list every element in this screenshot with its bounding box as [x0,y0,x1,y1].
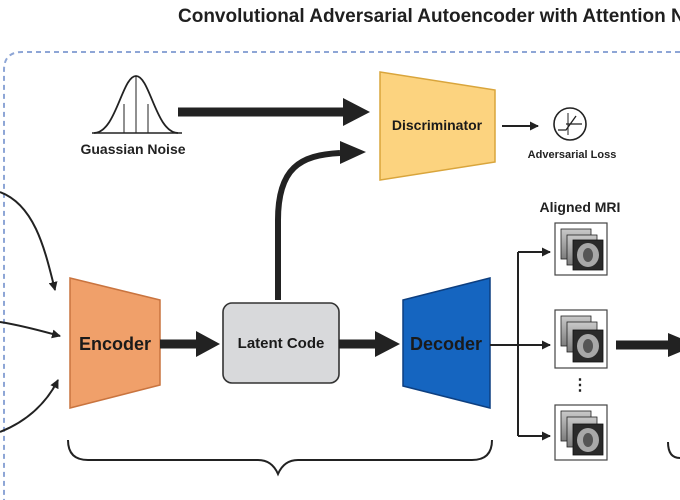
latent-code-label: Latent Code [238,335,325,352]
output-next-arrow-head [668,333,680,357]
noise-arrow-head [343,98,370,126]
loss-curve-icon [553,107,587,141]
encoder-arrow-head [196,331,220,357]
latent-to-discriminator-arrow [275,150,341,300]
output-ellipsis: ⋮ [572,377,588,394]
latent-decoder-arrow-head [375,331,400,357]
latent-arrow-head [340,141,366,164]
decoder-label: Decoder [410,334,482,354]
discriminator-label: Discriminator [392,117,483,133]
diagram-title: Convolutional Adversarial Autoencoder wi… [178,6,680,27]
next-stage-brace [667,441,680,459]
brain-mri-stack-icon [554,309,608,369]
input-arrow-bottom [0,379,59,433]
autoencoder-brace [67,439,493,477]
brain-mri-stack-icon [554,222,608,276]
adversarial-loss-label: Adversarial Loss [528,149,617,161]
encoder-block [69,277,161,409]
dashed-group-border [3,51,680,500]
encoder-label: Encoder [79,334,151,354]
brain-mri-stack-icon [554,404,608,461]
discriminator-block [379,71,496,181]
input-arrow-top [0,191,58,291]
noise-label: Guassian Noise [80,141,185,157]
aligned-mri-label: Aligned MRI [540,199,621,215]
input-arrow-middle [0,321,61,339]
gaussian-curve-icon [92,75,182,134]
decoder-block [402,277,491,409]
